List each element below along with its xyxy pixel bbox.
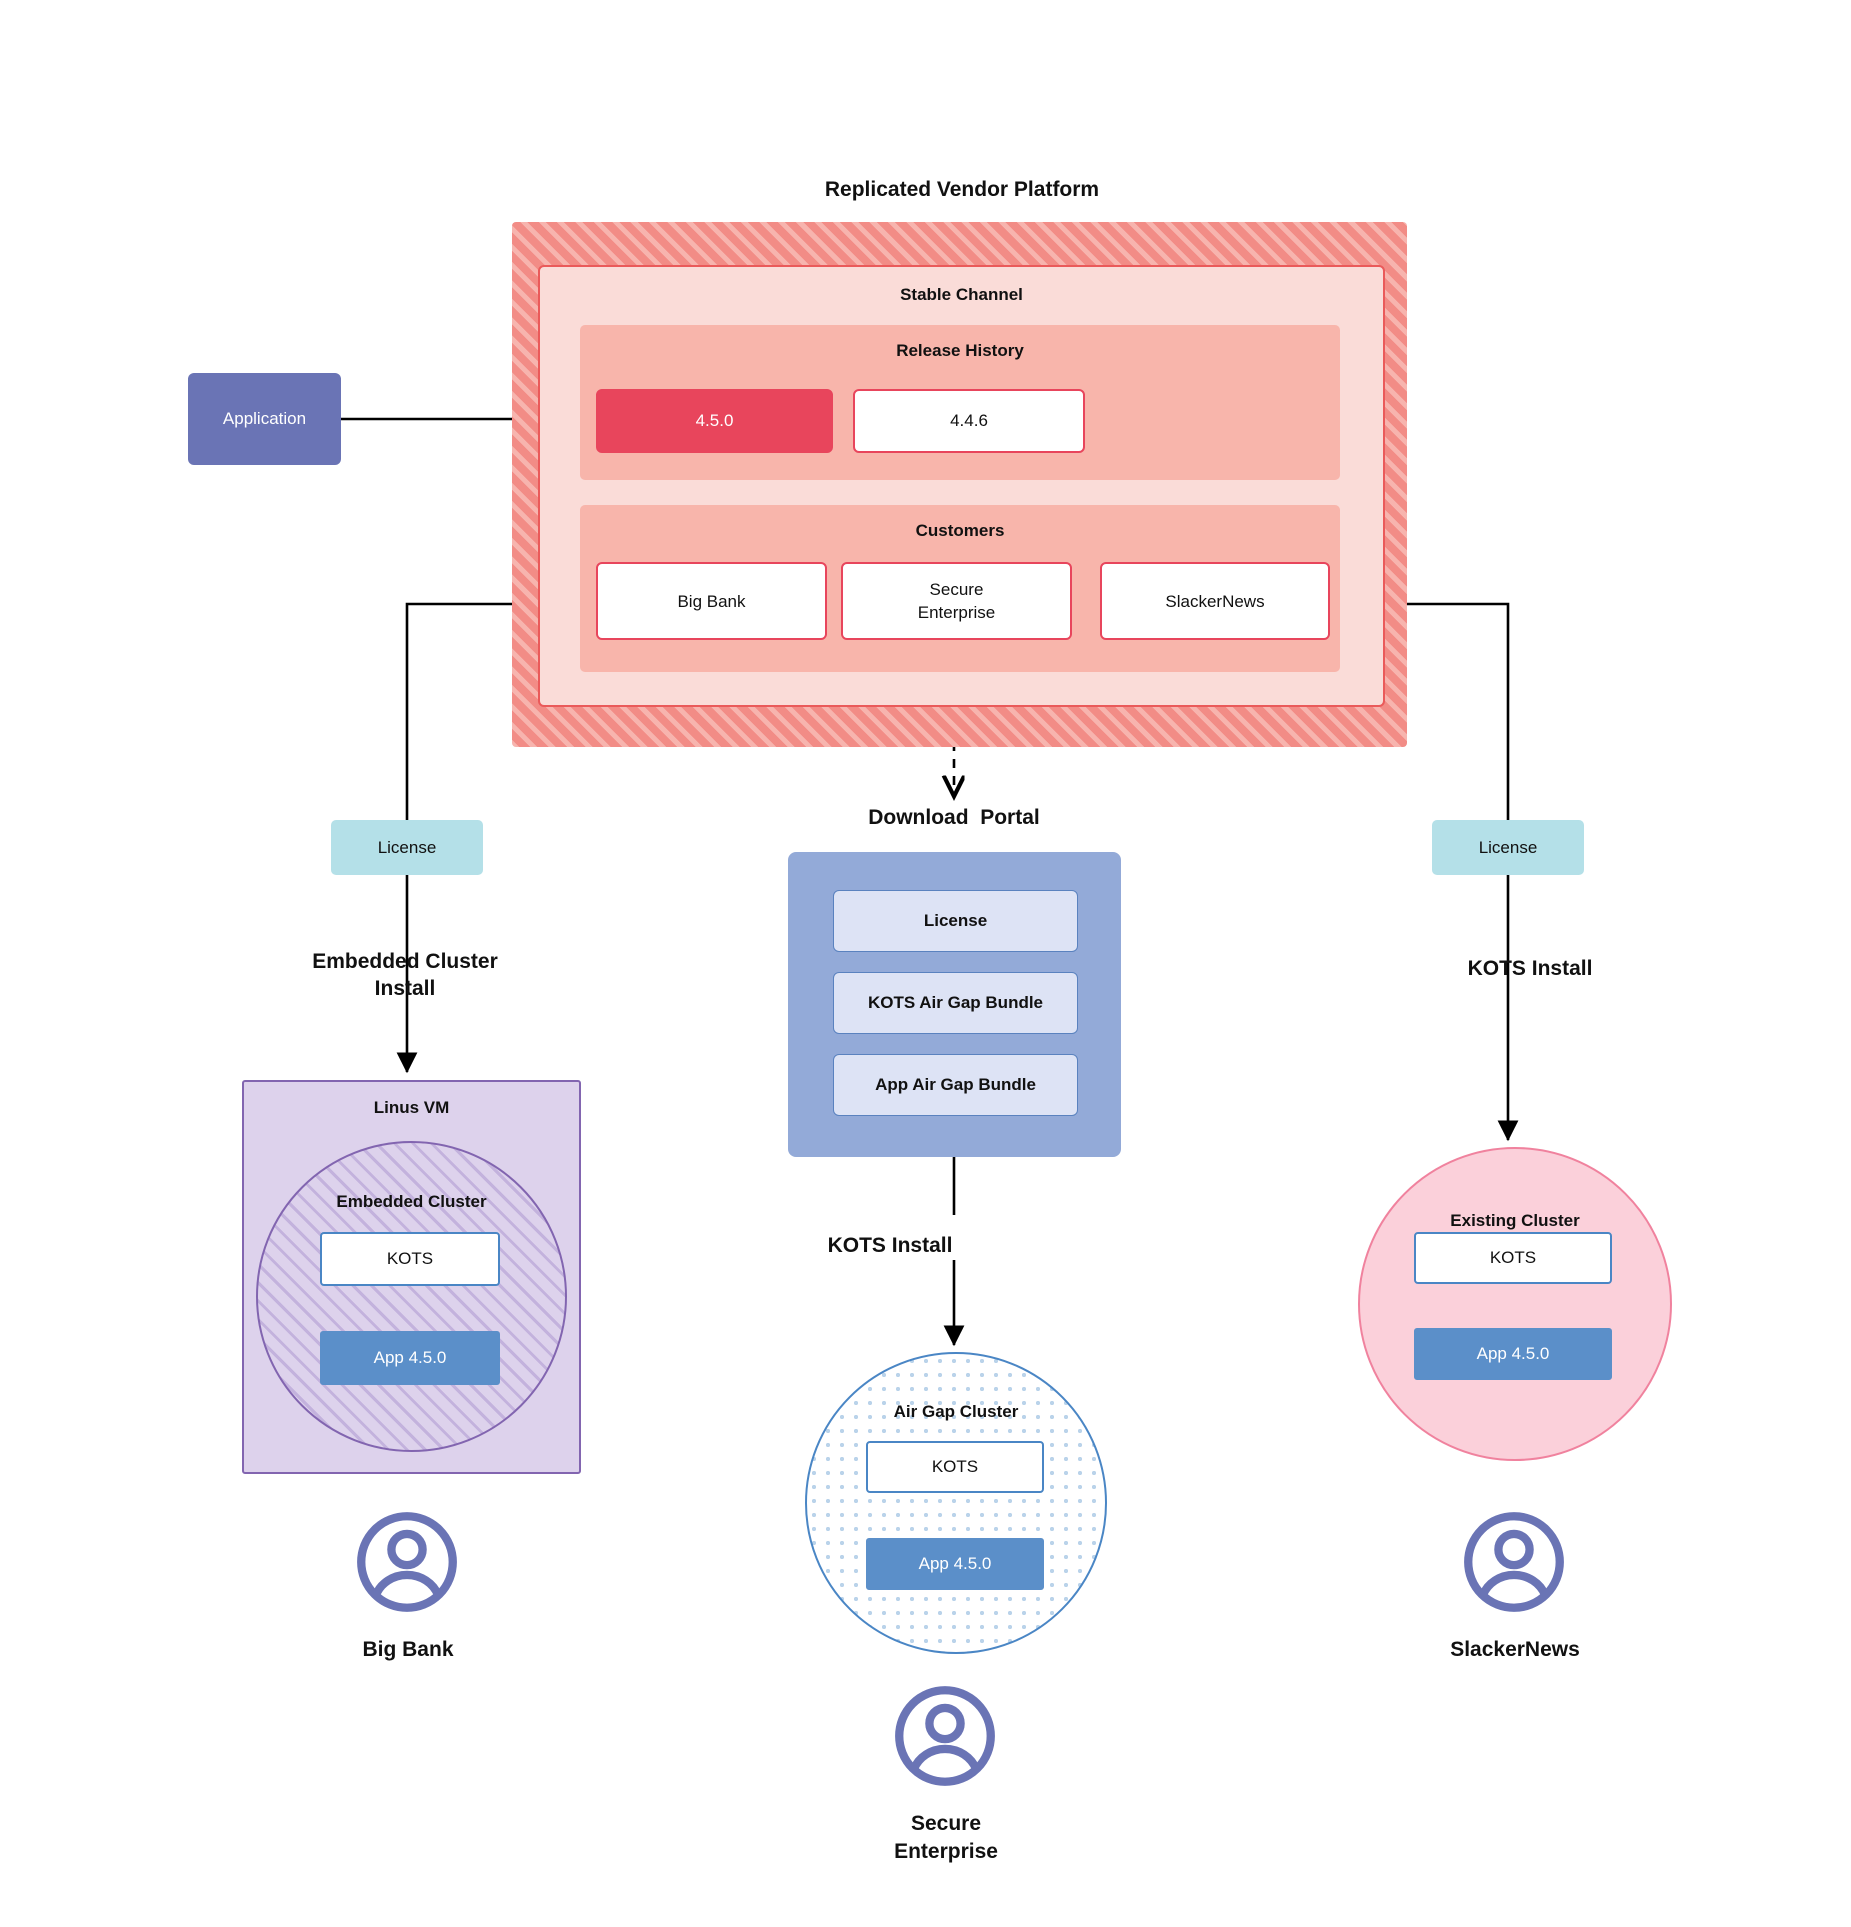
existing-cluster-kots-node[interactable]: KOTS: [1414, 1232, 1612, 1284]
license-chip-left[interactable]: License: [331, 820, 483, 875]
portal-item-kots-air-gap-bundle[interactable]: KOTS Air Gap Bundle: [833, 972, 1078, 1034]
embedded-cluster-kots-node[interactable]: KOTS: [320, 1232, 500, 1286]
application-node[interactable]: Application: [188, 373, 341, 465]
download-portal-title: Download Portal: [868, 806, 1040, 829]
stable-channel-title: Stable Channel: [900, 285, 1023, 304]
existing-cluster-title: Existing Cluster: [1450, 1211, 1580, 1230]
user-avatar-icon: [357, 1512, 457, 1612]
linus-vm-title: Linus VM: [373, 1098, 450, 1117]
license-chip-right[interactable]: License: [1432, 820, 1584, 875]
user-avatar-icon: [895, 1686, 995, 1786]
air-gap-cluster-title: Air Gap Cluster: [893, 1402, 1019, 1421]
release-version-4-4-6[interactable]: 4.4.6: [853, 389, 1085, 453]
platform-title: Replicated Vendor Platform: [824, 178, 1100, 201]
customer-big-bank[interactable]: Big Bank: [596, 562, 827, 640]
air-gap-cluster-app-node[interactable]: App 4.5.0: [866, 1538, 1044, 1590]
portal-item-license[interactable]: License: [833, 890, 1078, 952]
embedded-cluster-title: Embedded Cluster: [336, 1192, 487, 1211]
existing-cluster-circle: Existing Cluster: [1358, 1147, 1672, 1461]
end-user-name-slackernews: SlackerNews: [1450, 1638, 1580, 1661]
customers-title: Customers: [915, 521, 1005, 540]
user-avatar-icon: [1464, 1512, 1564, 1612]
label-kots-install-right: KOTS Install: [1467, 957, 1593, 980]
embedded-cluster-circle: Embedded Cluster: [256, 1141, 567, 1452]
release-version-4-5-0[interactable]: 4.5.0: [596, 389, 833, 453]
portal-item-app-air-gap-bundle[interactable]: App Air Gap Bundle: [833, 1054, 1078, 1116]
label-kots-install-middle: KOTS Install: [827, 1234, 953, 1257]
release-history-title: Release History: [896, 341, 1024, 360]
air-gap-cluster-circle: Air Gap Cluster: [805, 1352, 1107, 1654]
customer-slackernews[interactable]: SlackerNews: [1100, 562, 1330, 640]
end-user-name-big-bank: Big Bank: [362, 1638, 454, 1661]
existing-cluster-app-node[interactable]: App 4.5.0: [1414, 1328, 1612, 1380]
embedded-cluster-app-node[interactable]: App 4.5.0: [320, 1331, 500, 1385]
air-gap-cluster-kots-node[interactable]: KOTS: [866, 1441, 1044, 1493]
